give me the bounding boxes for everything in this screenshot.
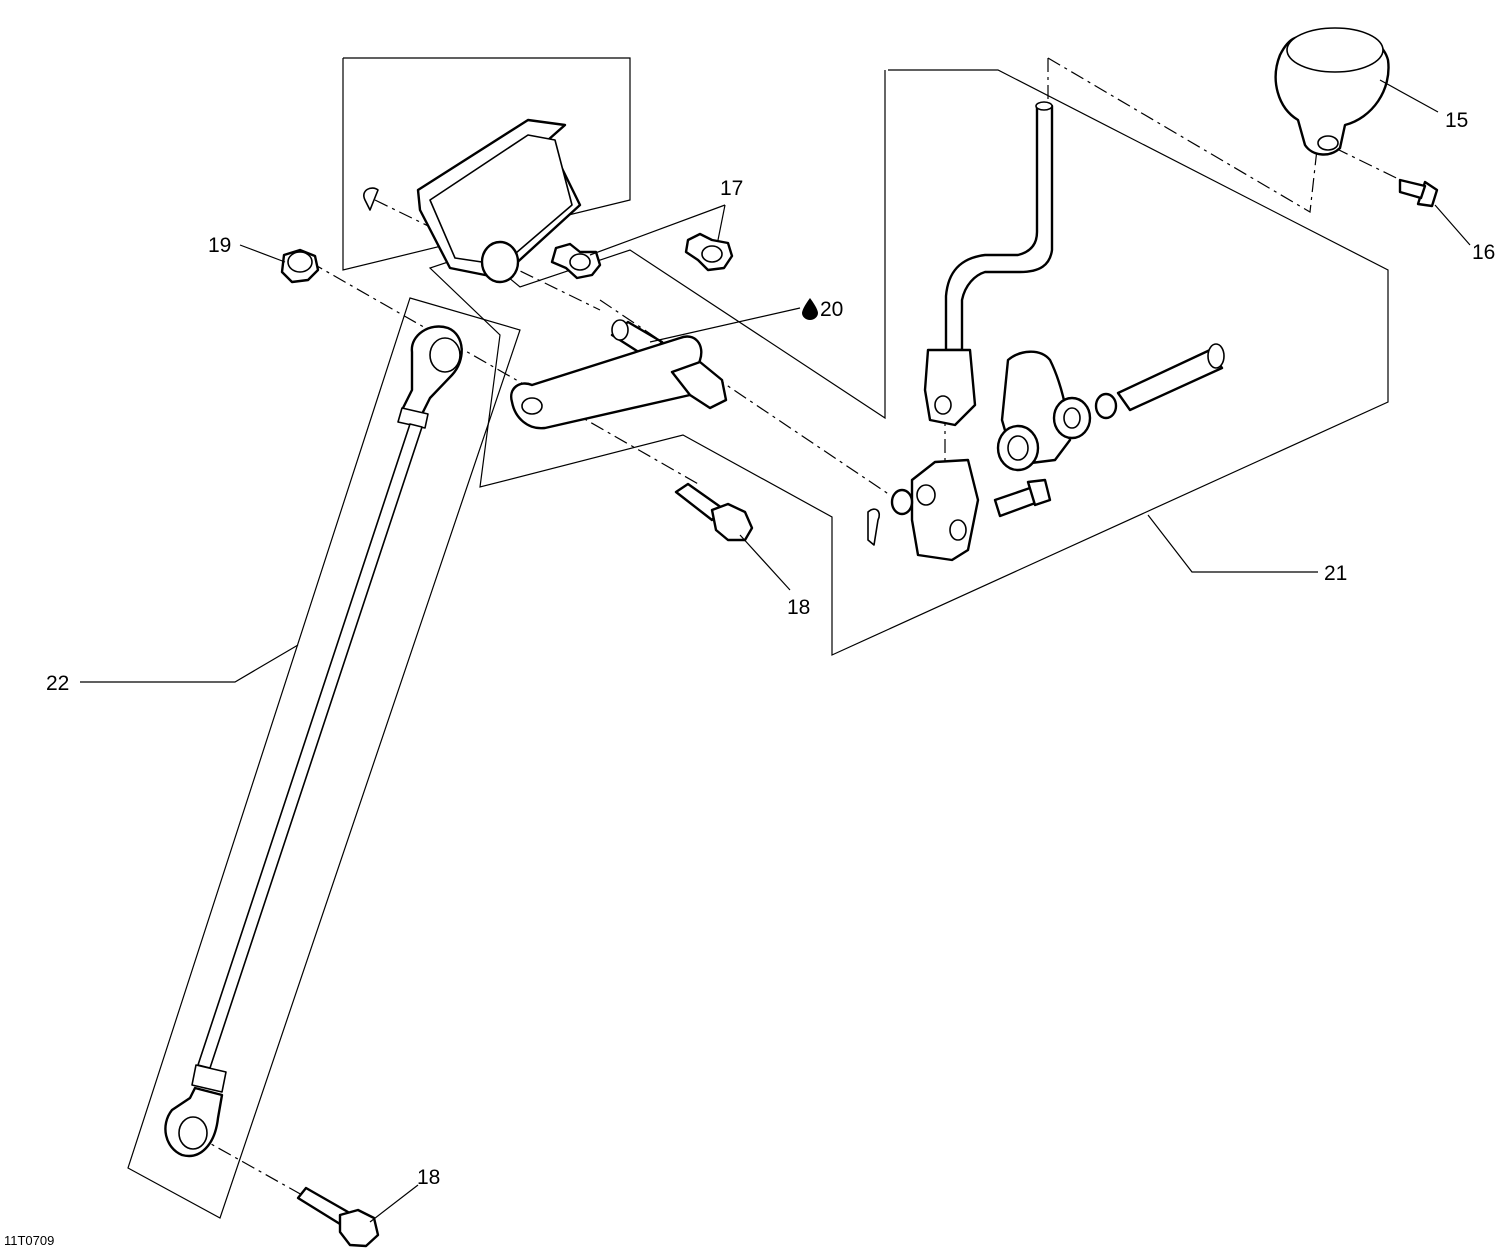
callout-18-bottom: 18 [417,1166,440,1189]
callout-21: 21 [1324,562,1347,585]
leader-16 [1434,204,1471,246]
group-frame-guide [342,57,631,271]
callout-16: 16 [1472,241,1495,264]
shift-lever [923,101,1054,427]
group-frame-lever-assembly [428,69,1389,656]
lever-shaft-pin [1094,343,1225,420]
alignment-line-bolt-rod [309,261,701,486]
shift-knob [1274,27,1390,156]
alignment-line-knob-2 [1047,57,1319,213]
flange-nut-1 [550,242,602,280]
leader-17a [589,204,726,256]
clevis-bolt [993,478,1052,518]
alignment-line-pin [599,299,891,496]
oil-drop-icon [802,298,818,320]
callout-20: 20 [820,298,843,321]
knob-screw [1398,178,1439,208]
drawing-code: 11T0709 [4,1233,54,1248]
group-frame-shift-rod [127,297,521,1219]
flange-nut-2 [684,232,734,272]
leader-18a [739,534,791,591]
lever-arm [510,335,728,430]
callout-17: 17 [720,177,743,200]
hex-bolt-middle [674,482,754,542]
callout-15: 15 [1445,109,1468,132]
leader-15 [1379,79,1439,113]
guide-bracket [363,118,582,284]
callout-22: 22 [46,672,69,695]
rod-nut [280,248,320,284]
hex-bolt-bottom [296,1186,380,1248]
leader-21 [1147,514,1318,573]
clevis-block [867,458,980,562]
leader-19 [239,244,286,263]
alignment-line-guide [374,199,601,311]
callout-20-group: 20 [802,298,843,321]
callout-19: 19 [208,234,231,257]
alignment-line-bottom-bolt [194,1134,321,1206]
detent-plate [996,350,1092,472]
shift-rod [164,325,463,1158]
leader-22 [80,644,299,683]
leader-17b [717,204,726,241]
leader-18b [369,1184,419,1223]
leader-20 [649,307,801,343]
callout-18-middle: 18 [787,596,810,619]
